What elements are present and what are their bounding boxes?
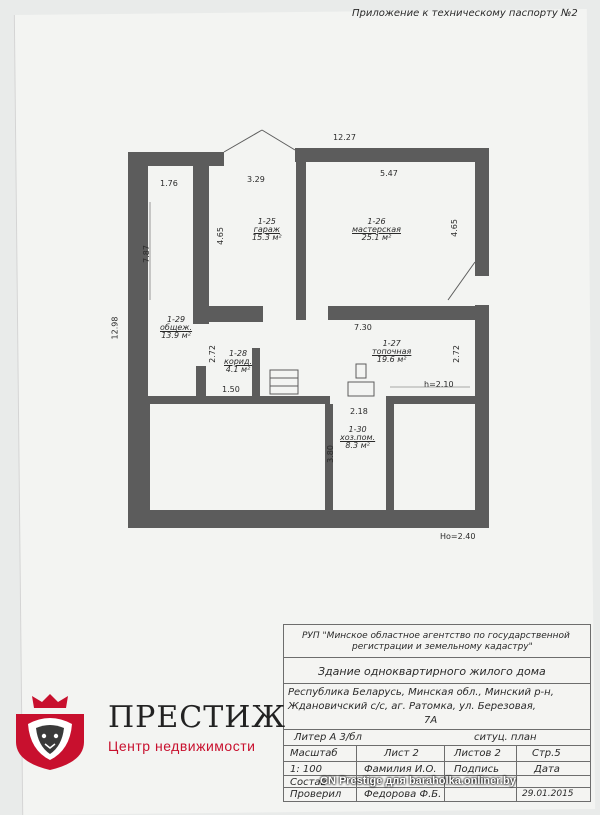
checker-name: Федорова Ф.Б.: [364, 789, 442, 800]
prestige-logo-icon: [16, 694, 84, 770]
col-sheet: Лист 2: [384, 748, 419, 759]
dim-corridor-width: 1.50: [222, 385, 240, 394]
dim-ho-mark: Ho=2.40: [440, 532, 476, 541]
address-line3: 7А: [424, 715, 438, 726]
watermark: CN Prestige для baraholka.onliner.by: [320, 775, 516, 787]
org-line1: РУП "Минское областное агентство по госу…: [302, 631, 570, 641]
dim-r1-width: 1.76: [160, 179, 178, 188]
checked-label: Проверил: [290, 789, 342, 800]
dim-garage-height: 4.65: [215, 227, 225, 245]
col-signature: Подпись: [454, 764, 499, 775]
dim-top-total: 12.27: [333, 133, 356, 142]
address-line1: Республика Беларусь, Минская обл., Минск…: [288, 687, 554, 698]
col-fio: Фамилия И.О.: [364, 764, 437, 775]
dim-utility-height: 3.80: [325, 445, 335, 463]
dim-h-mark: h=2.10: [424, 380, 454, 389]
col-sheets: Листов 2: [454, 748, 501, 759]
scale-value: 1: 100: [290, 764, 322, 775]
brand-name: ПРЕСТИЖ: [108, 700, 287, 735]
composed-label: Состав: [290, 777, 327, 788]
situation-plan: ситуц. план: [474, 732, 537, 743]
col-date: Дата: [534, 764, 560, 775]
dim-mid-width: 7.30: [354, 323, 372, 332]
col-scale: Масштаб: [290, 748, 338, 759]
dim-workshop-width: 5.47: [380, 169, 398, 178]
building-name: Здание одноквартирного жилого дома: [318, 665, 546, 678]
dim-furnace-height: 2.72: [451, 345, 461, 363]
dim-corridor-height: 2.72: [207, 345, 217, 363]
address-line2: Ждановичский с/с, аг. Ратомка, ул. Берез…: [288, 701, 536, 712]
title-block: РУП "Минское областное агентство по госу…: [283, 624, 591, 802]
col-page: Стр.5: [532, 748, 561, 759]
brand-subtitle: Центр недвижимости: [108, 738, 256, 754]
check-date: 29.01.2015: [522, 789, 574, 799]
dim-door-width: 2.18: [350, 407, 368, 416]
dim-left-total: 12.98: [110, 316, 120, 340]
dim-workshop-height: 4.65: [449, 219, 459, 237]
dim-garage-width: 3.29: [247, 175, 265, 184]
dim-r1-height: 7.87: [141, 245, 151, 263]
liter-label: Литер А 3/бл: [294, 732, 362, 743]
org-line2: регистрации и земельному кадастру": [352, 642, 533, 652]
appendix-title: Приложение к техническому паспорту №2: [352, 8, 578, 19]
